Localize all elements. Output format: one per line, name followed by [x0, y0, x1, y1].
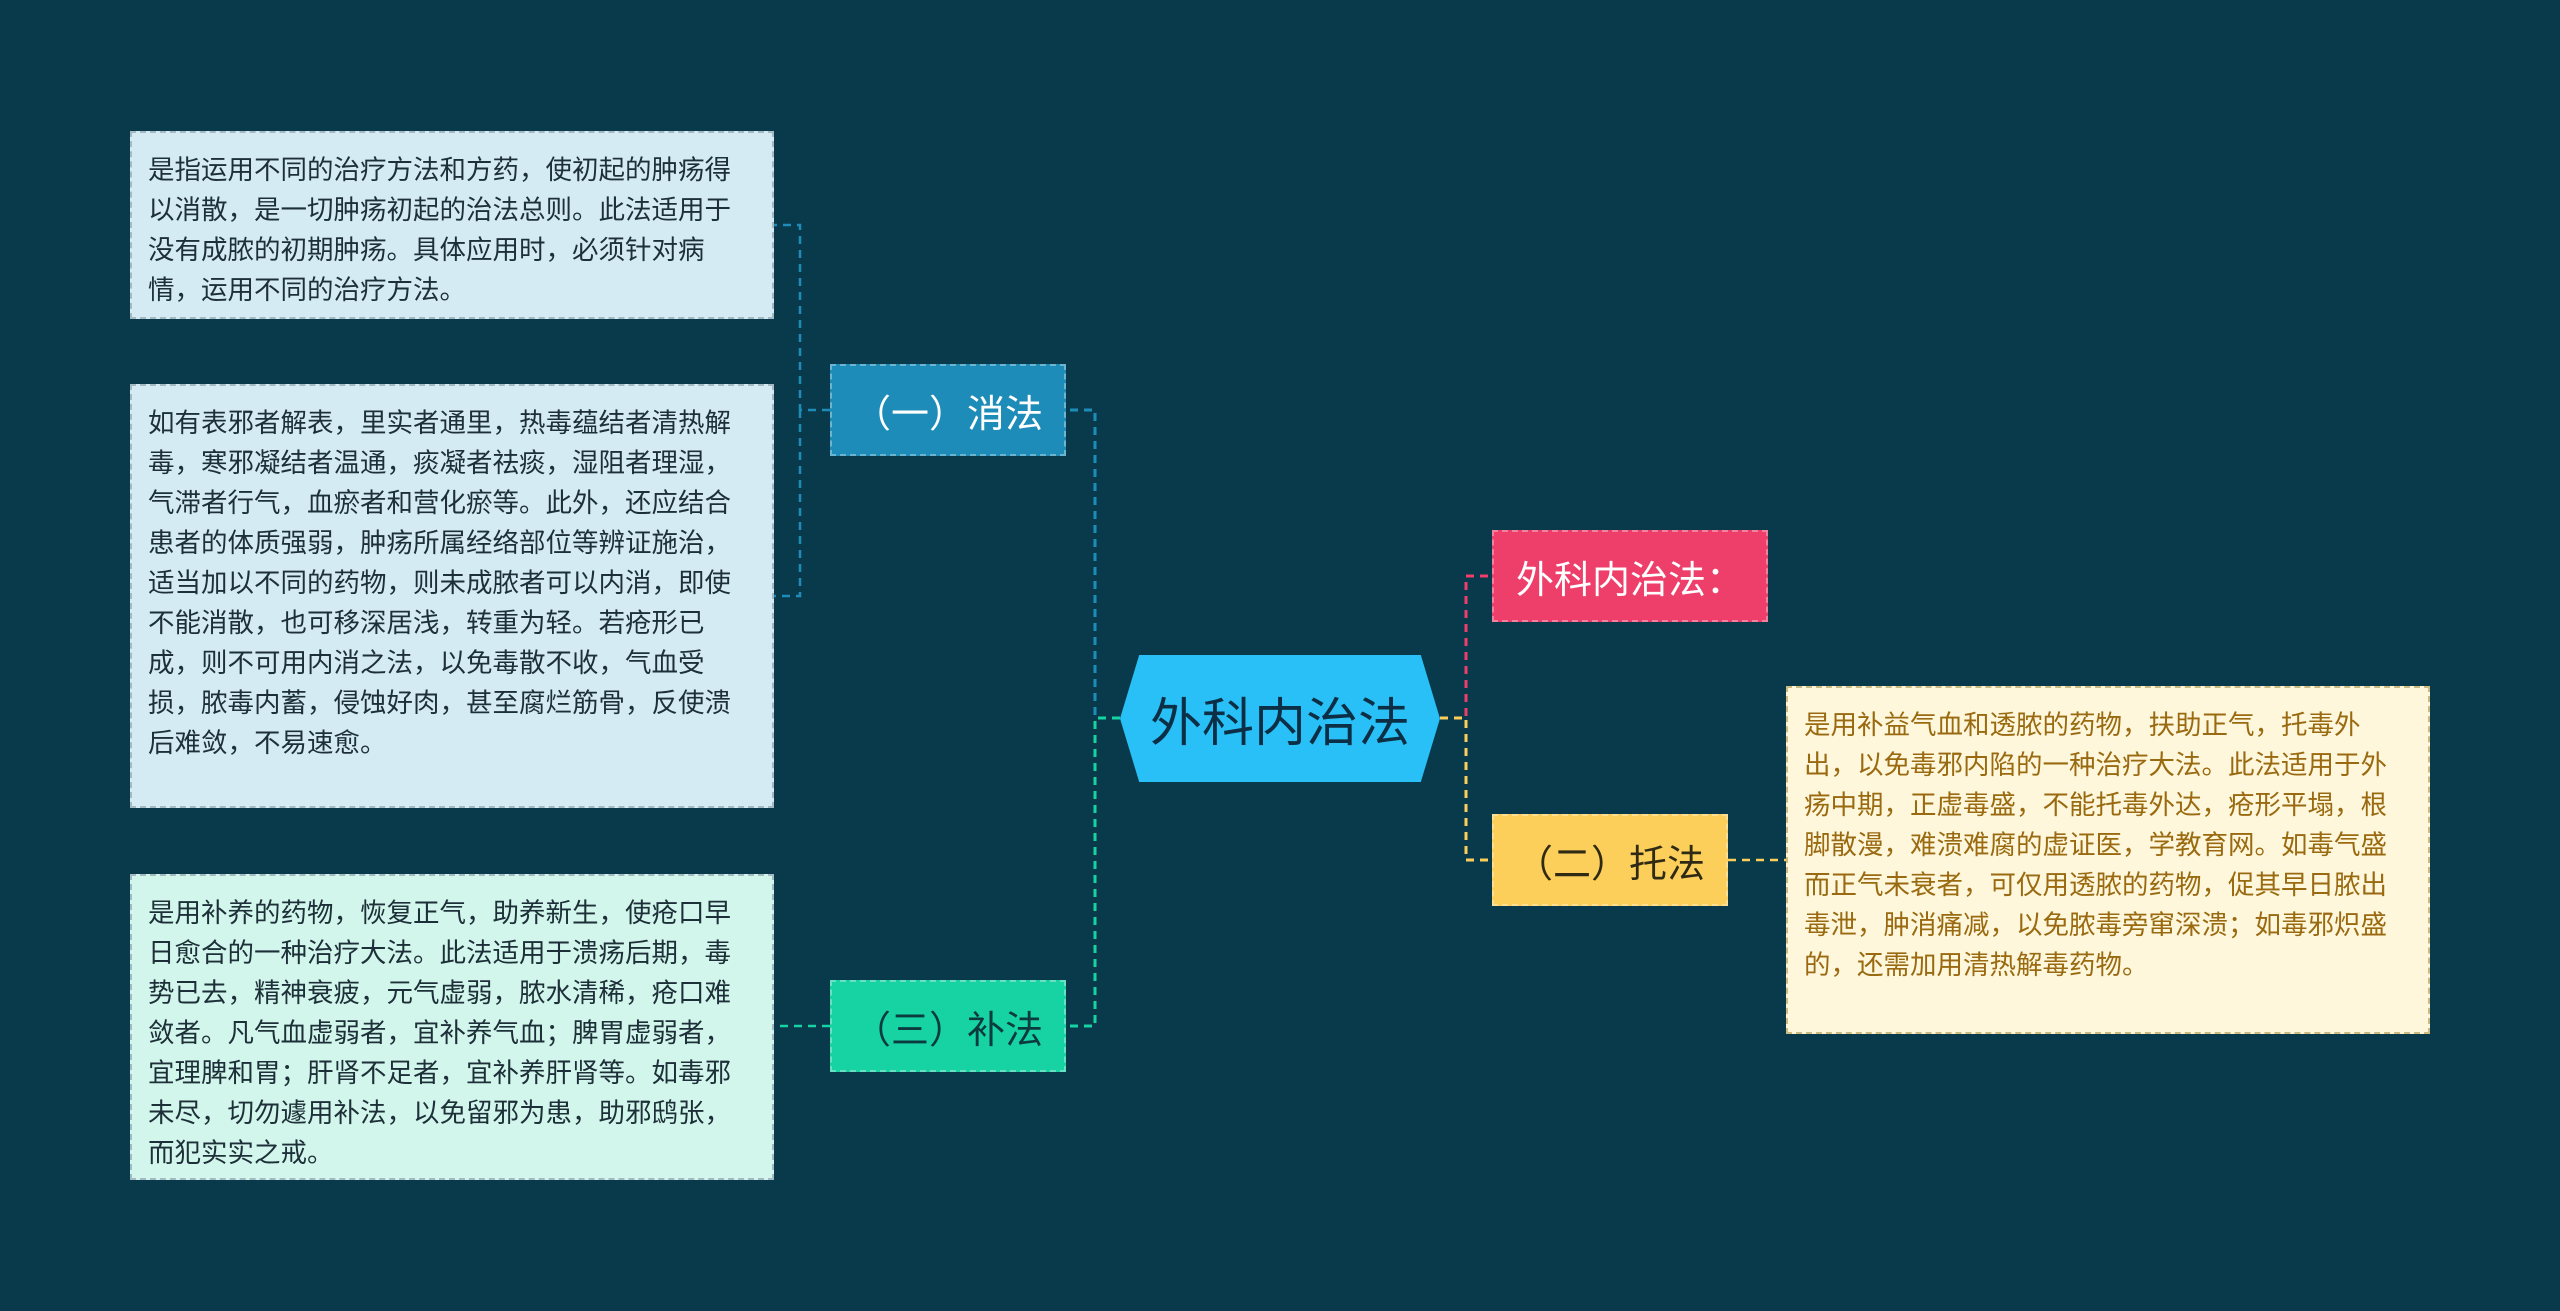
- branch-bu[interactable]: （三）补法: [830, 980, 1066, 1072]
- link-center-bu: [1066, 716, 1120, 1028]
- central-topic-label: 外科内治法: [1149, 694, 1410, 754]
- leaf-bu-definition-text: 是用补养的药物，恢复正气，助养新生，使疮口早日愈合的一种治疗大法。此法适用于溃疡…: [148, 898, 731, 1169]
- link-center-waike: [1440, 574, 1492, 720]
- leaf-xiao-definition[interactable]: 是指运用不同的治疗方法和方药，使初起的肿疡得以消散，是一切肿疡初起的治法总则。此…: [130, 131, 774, 319]
- leaf-xiao-application-text: 如有表邪者解表，里实者通里，热毒蕴结者清热解毒，寒邪凝结者温通，痰凝者祛痰，湿阻…: [148, 408, 731, 759]
- link-xiao-leaves: [774, 223, 830, 598]
- central-topic[interactable]: 外科内治法: [1120, 655, 1440, 782]
- leaf-tuo-definition[interactable]: 是用补益气血和透脓的药物，扶助正气，托毒外出，以免毒邪内陷的一种治疗大法。此法适…: [1786, 686, 2430, 1034]
- branch-xiao-label: （一）消法: [852, 391, 1043, 436]
- link-center-tuo: [1440, 716, 1492, 862]
- leaf-xiao-application[interactable]: 如有表邪者解表，里实者通里，热毒蕴结者清热解毒，寒邪凝结者温通，痰凝者祛痰，湿阻…: [130, 384, 774, 808]
- branch-tuo-label: （二）托法: [1514, 841, 1705, 886]
- branch-bu-label: （三）补法: [852, 1007, 1043, 1052]
- branch-waike-label: 外科内治法：: [1515, 557, 1744, 602]
- branch-tuo[interactable]: （二）托法: [1492, 814, 1728, 906]
- branch-waike[interactable]: 外科内治法：: [1492, 530, 1768, 622]
- leaf-bu-definition[interactable]: 是用补养的药物，恢复正气，助养新生，使疮口早日愈合的一种治疗大法。此法适用于溃疡…: [130, 874, 774, 1180]
- branch-xiao[interactable]: （一）消法: [830, 364, 1066, 456]
- leaf-xiao-definition-text: 是指运用不同的治疗方法和方药，使初起的肿疡得以消散，是一切肿疡初起的治法总则。此…: [148, 155, 731, 306]
- link-center-xiao: [1066, 408, 1120, 720]
- leaf-tuo-definition-text: 是用补益气血和透脓的药物，扶助正气，托毒外出，以免毒邪内陷的一种治疗大法。此法适…: [1804, 710, 2387, 981]
